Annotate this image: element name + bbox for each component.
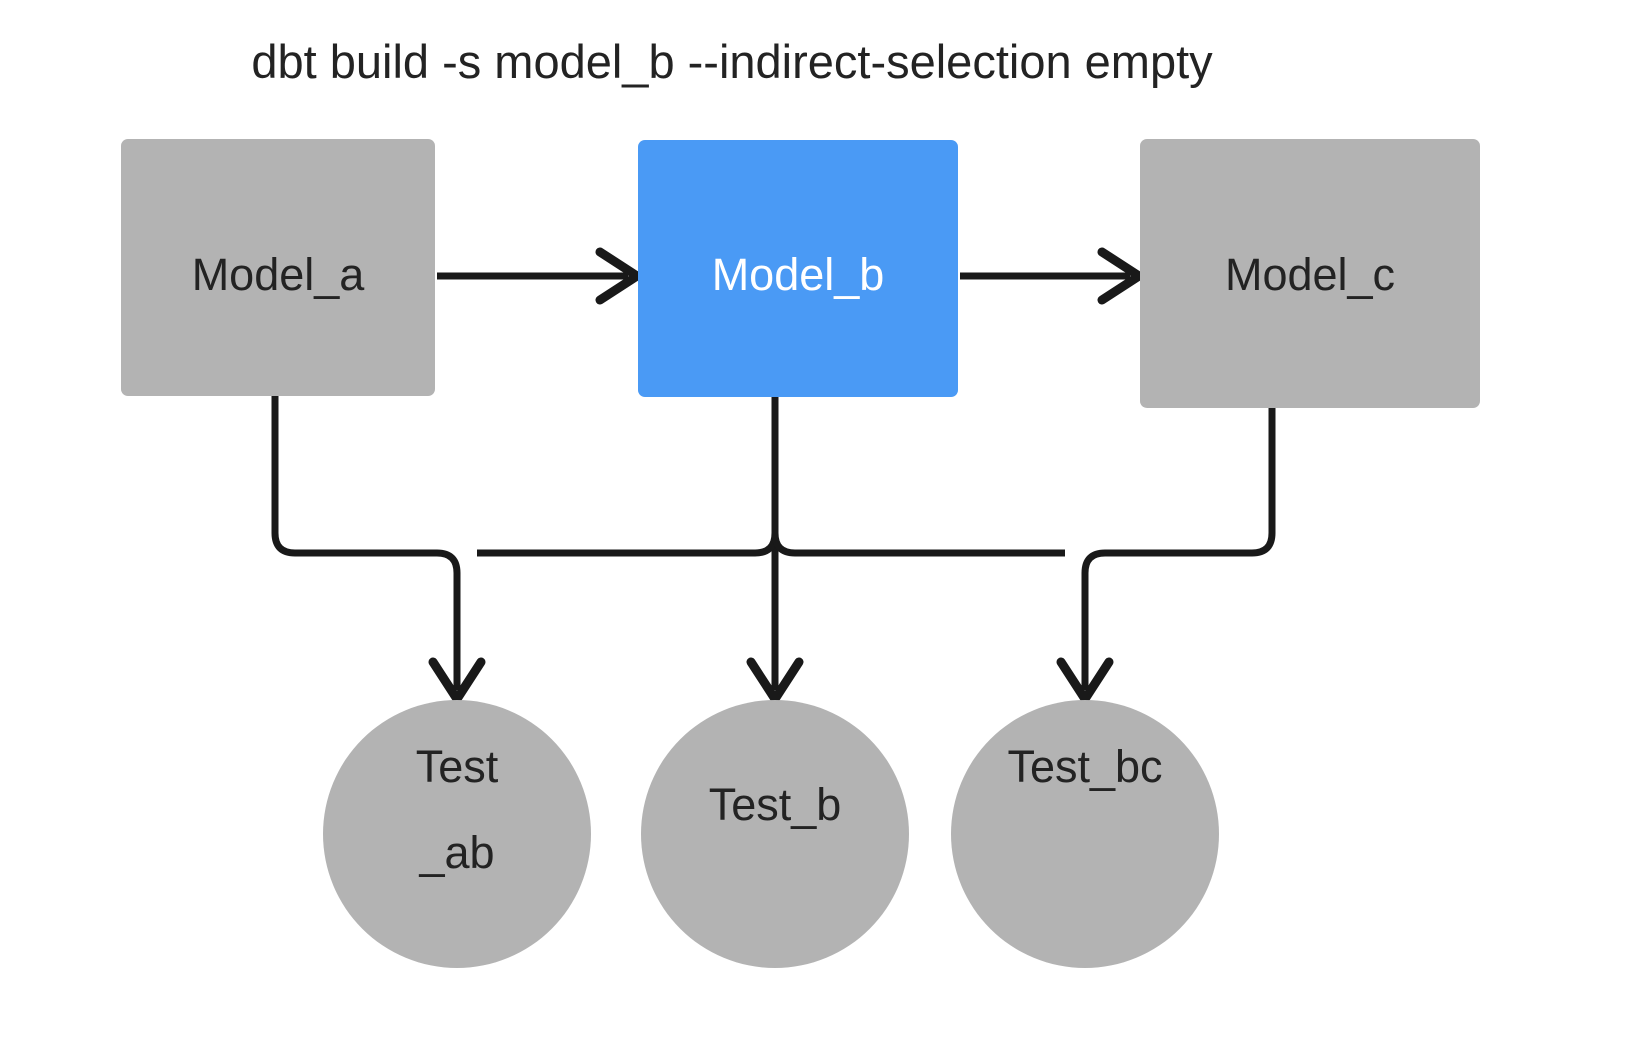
test-ab-shape[interactable] [323, 700, 591, 968]
edge-model-c-to-test-bc [1056, 408, 1276, 704]
test-ab-label-line-2: _ab [418, 827, 494, 878]
model-b-label: Model_b [712, 249, 885, 300]
model-a-shape[interactable] [121, 139, 435, 396]
model-a-label: Model_a [192, 249, 366, 300]
test-b-label: Test_b [709, 779, 842, 830]
test-node-test-b[interactable]: Test_b [641, 700, 909, 968]
test-node-test-bc[interactable]: Test_bc [951, 700, 1219, 968]
model-node-model-c[interactable]: Model_c [1140, 139, 1480, 408]
edge-model-b-to-model-c [960, 247, 1144, 305]
model-c-shape[interactable] [1140, 139, 1480, 408]
edge-layer [271, 247, 1276, 704]
test-bc-label-line-1: Test_bc [1007, 741, 1162, 792]
model-b-shape[interactable] [638, 140, 958, 397]
test-node-test-ab[interactable]: Test _ab [323, 700, 591, 968]
model-node-model-a[interactable]: Model_a [121, 139, 435, 396]
edge-model-b-to-test-b [746, 397, 804, 704]
test-bc-shape[interactable] [951, 700, 1219, 968]
edge-model-a-to-model-b [437, 247, 642, 305]
test-ab-label-line-1: Test [416, 741, 499, 792]
diagram-title: dbt build -s model_b --indirect-selectio… [251, 35, 1213, 88]
model-node-model-b[interactable]: Model_b [638, 140, 958, 397]
edge-model-a-to-test-ab [271, 396, 486, 704]
model-c-label: Model_c [1225, 249, 1395, 300]
edge-model-b-to-test-ab [477, 532, 779, 557]
edge-model-b-to-test-bc [771, 532, 1065, 557]
test-b-shape[interactable] [641, 700, 909, 968]
